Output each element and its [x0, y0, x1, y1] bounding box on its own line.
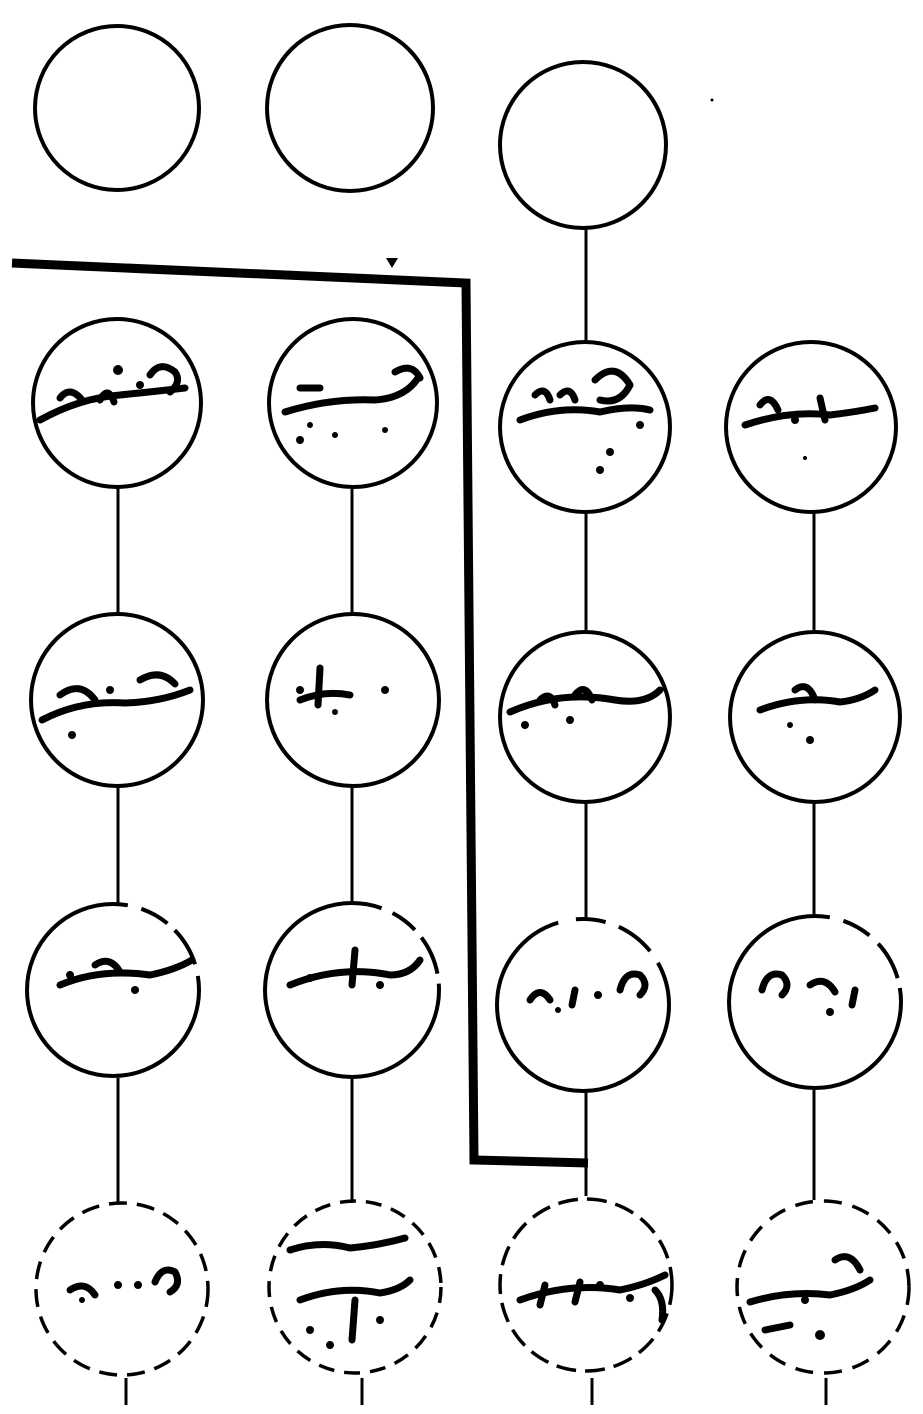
roundel-c3-r1	[498, 340, 672, 514]
handwritten-name-c2-r3	[286, 946, 424, 989]
empty-circle-1	[33, 24, 201, 192]
top-row	[33, 23, 668, 230]
handwritten-name-c3-r2	[506, 686, 664, 729]
roundel-c4-r1	[724, 340, 898, 514]
handwritten-name-c1-r4	[66, 1266, 182, 1303]
roundel-c3-r3	[495, 917, 671, 1093]
handwritten-name-c3-r3	[526, 970, 649, 1013]
empty-circle-3	[498, 60, 668, 230]
roundel-c1-r4	[34, 1201, 210, 1377]
speck	[710, 98, 714, 102]
handwritten-name-c3-r1	[516, 367, 654, 474]
empty-circle-2	[265, 23, 435, 193]
connector-lines	[116, 226, 828, 1405]
handwritten-name-c1-r2	[38, 671, 194, 739]
row3-roundels	[25, 901, 903, 1093]
handwritten-name-c4-r2	[756, 683, 879, 744]
handwritten-name-c4-r3	[758, 970, 859, 1016]
handwritten-name-c2-r4	[286, 1234, 414, 1349]
handwritten-name-c1-r1	[36, 363, 189, 424]
roundel-c4-r4	[735, 1199, 911, 1375]
roundel-c3-r2	[498, 630, 672, 804]
boundary-line	[11, 258, 589, 1168]
handwritten-name-c1-r3	[56, 956, 196, 994]
roundel-c1-r3	[25, 902, 201, 1078]
roundel-c2-r2	[265, 612, 441, 788]
roundel-c4-r3	[727, 914, 903, 1090]
handwritten-name-c3-r4	[516, 1271, 669, 1324]
roundel-c2-r3	[263, 901, 441, 1079]
roundel-c4-r2	[728, 630, 902, 804]
boundary-tick	[386, 258, 398, 268]
handwritten-name-c4-r1	[741, 394, 879, 460]
row4-roundels	[34, 1197, 911, 1377]
handwriting	[36, 363, 879, 1349]
handwritten-name-c4-r4	[746, 1253, 874, 1340]
handwritten-name-c2-r1	[281, 364, 424, 444]
handwritten-name-c2-r2	[296, 664, 389, 715]
